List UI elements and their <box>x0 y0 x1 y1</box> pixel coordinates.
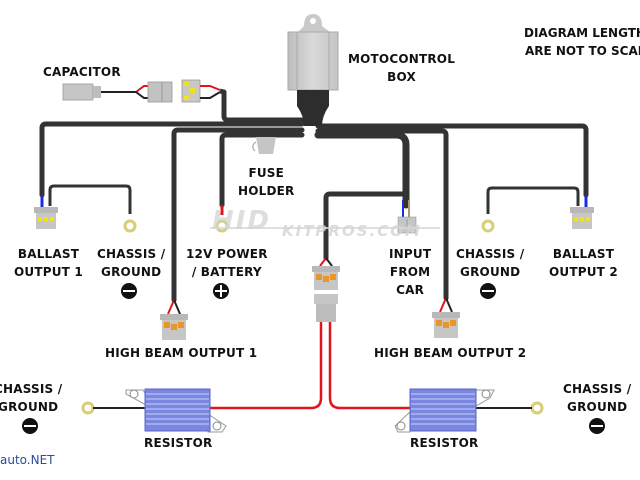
wire-center <box>323 191 409 261</box>
label-input-from-car: INPUT FROM CAR <box>389 247 432 297</box>
label-capacitor: CAPACITOR <box>43 65 121 79</box>
ring-terminal-ground-right <box>481 219 495 233</box>
center-high-beam-connector <box>312 257 340 322</box>
label-high-beam-output-2: HIGH BEAM OUTPUT 2 <box>374 346 527 360</box>
wire-high-beam-1 <box>171 127 305 303</box>
wire-input <box>314 131 410 209</box>
label-ballast-output-1: BALLAST OUTPUT 1 <box>14 247 83 279</box>
label-power-battery: 12V POWER / BATTERY <box>186 247 268 279</box>
ring-terminal-far-left <box>81 401 95 415</box>
high-beam-connector-1 <box>160 299 188 340</box>
high-beam-connector-2 <box>432 297 460 338</box>
ballast-connector-2 <box>570 207 594 229</box>
capacitor <box>62 79 225 103</box>
wire-ground-loop-right <box>486 186 580 214</box>
ring-terminal-far-right <box>530 401 544 415</box>
label-chassis-ground-right: CHASSIS / GROUND <box>456 247 525 279</box>
label-chassis-ground-far-right: CHASSIS / GROUND <box>563 382 632 414</box>
ring-terminal-ground-left <box>123 219 137 233</box>
label-fuse-holder: FUSE HOLDER <box>238 166 295 198</box>
wire-ballast-1 <box>39 121 305 198</box>
resistor-right <box>394 388 495 433</box>
wire-red-right <box>328 322 410 410</box>
minus-icon <box>589 418 605 434</box>
minus-icon <box>480 283 496 299</box>
main-harness <box>39 89 589 303</box>
wire-power <box>219 132 305 208</box>
label-chassis-ground-far-left: CHASSIS / GROUND <box>0 382 63 414</box>
resistor-left <box>125 388 227 433</box>
plus-icon <box>213 283 229 299</box>
label-ballast-output-2: BALLAST OUTPUT 2 <box>549 247 618 279</box>
scale-note: DIAGRAM LENGTHS ARE NOT TO SCALE <box>524 26 640 58</box>
watermark-text: KITPROS.COM <box>282 222 422 240</box>
wire-capacitor <box>221 89 308 123</box>
label-high-beam-output-1: HIGH BEAM OUTPUT 1 <box>105 346 258 360</box>
minus-icon <box>22 418 38 434</box>
wire-ground-loop-left <box>48 184 132 214</box>
wire-red-left <box>210 322 323 410</box>
minus-icon <box>121 283 137 299</box>
label-resistor-left: RESISTOR <box>144 436 213 450</box>
wire-high-beam-2 <box>315 128 449 301</box>
motocontrol-box <box>287 14 339 126</box>
fuse-holder <box>252 137 276 154</box>
watermark-logo: HID <box>212 206 272 236</box>
wire-ballast-2 <box>315 123 589 198</box>
label-chassis-ground-left: CHASSIS / GROUND <box>97 247 166 279</box>
resistor-wires <box>210 322 410 410</box>
ballast-connector-1 <box>34 207 58 229</box>
source-link[interactable]: auto.NET <box>0 453 55 467</box>
label-motocontrol-box: MOTOCONTROL BOX <box>348 52 456 84</box>
label-resistor-right: RESISTOR <box>410 436 479 450</box>
